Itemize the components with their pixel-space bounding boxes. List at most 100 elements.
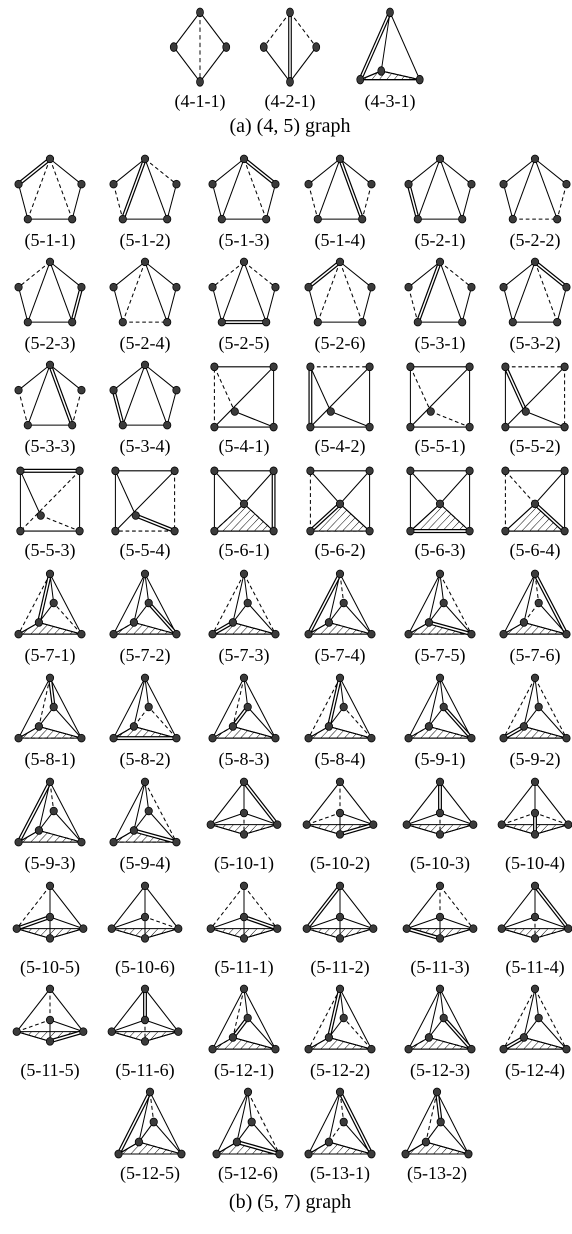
vertex bbox=[75, 526, 84, 536]
edge bbox=[18, 364, 51, 391]
graph-drawing bbox=[402, 881, 478, 943]
vertex bbox=[45, 881, 55, 891]
graph-drawing bbox=[259, 7, 321, 87]
edge bbox=[111, 1031, 146, 1042]
vertex bbox=[109, 385, 118, 395]
edge bbox=[512, 261, 536, 323]
edge-double-inner bbox=[135, 514, 175, 532]
edge bbox=[339, 261, 372, 288]
edge bbox=[289, 46, 317, 83]
vertex bbox=[335, 830, 345, 839]
edge bbox=[439, 988, 445, 1019]
graph-label: (5-7-1) bbox=[24, 645, 76, 665]
vertex bbox=[501, 422, 510, 432]
vertex bbox=[196, 7, 204, 18]
edge-dashed bbox=[212, 261, 245, 288]
edge bbox=[138, 1091, 151, 1143]
vertex bbox=[534, 598, 543, 608]
edge bbox=[417, 158, 441, 220]
vertex bbox=[465, 466, 474, 476]
vertex bbox=[243, 702, 252, 712]
edge-dashed bbox=[243, 824, 278, 835]
vertex bbox=[45, 360, 55, 370]
graph-drawing bbox=[14, 154, 86, 224]
vertex bbox=[144, 806, 153, 816]
edge-dashed bbox=[232, 677, 245, 727]
edge bbox=[232, 1036, 276, 1050]
edge bbox=[310, 470, 341, 505]
vertex bbox=[140, 569, 150, 579]
graph-drawing bbox=[208, 257, 280, 327]
caption-a: (a) (4, 5) graph bbox=[229, 115, 351, 137]
edge bbox=[144, 781, 150, 812]
edge-dashed bbox=[247, 1091, 280, 1155]
vertex bbox=[530, 881, 540, 891]
edge bbox=[243, 988, 249, 1019]
edge bbox=[339, 781, 374, 825]
edge bbox=[339, 470, 370, 505]
edge bbox=[212, 158, 245, 185]
edge bbox=[308, 286, 319, 323]
vertex bbox=[114, 1149, 123, 1159]
edge bbox=[115, 470, 175, 532]
edge-double-inner bbox=[71, 286, 83, 323]
edge bbox=[144, 261, 168, 323]
graph-drawing bbox=[304, 154, 376, 224]
vertex bbox=[262, 214, 271, 224]
edge bbox=[144, 677, 150, 708]
edge bbox=[339, 158, 372, 185]
vertex bbox=[530, 934, 540, 943]
vertex bbox=[140, 912, 150, 922]
vertex bbox=[222, 42, 231, 52]
edge-double-inner bbox=[17, 781, 51, 843]
edge bbox=[221, 261, 245, 323]
vertex bbox=[534, 702, 543, 712]
edge bbox=[503, 158, 536, 185]
vertex bbox=[367, 282, 376, 292]
edge bbox=[534, 158, 558, 220]
vertex bbox=[499, 1044, 508, 1054]
edge bbox=[133, 725, 177, 739]
graph-label: (5-6-1) bbox=[218, 540, 270, 560]
vertex bbox=[312, 42, 321, 52]
edge-double-inner bbox=[407, 183, 419, 220]
edge bbox=[243, 261, 267, 323]
vertex bbox=[163, 317, 172, 327]
edge bbox=[343, 602, 372, 635]
edge bbox=[428, 988, 441, 1038]
vertex bbox=[14, 385, 23, 395]
graph-drawing bbox=[304, 257, 376, 327]
edge-double-inner bbox=[112, 389, 124, 426]
edge-dashed bbox=[133, 621, 177, 635]
edge bbox=[251, 1121, 280, 1155]
edge-dashed bbox=[381, 70, 420, 81]
edge bbox=[144, 1031, 179, 1042]
edge bbox=[410, 366, 470, 428]
vertex bbox=[534, 1013, 543, 1023]
edge-dashed bbox=[439, 573, 472, 635]
vertex bbox=[172, 837, 181, 847]
edge bbox=[113, 677, 146, 739]
vertex bbox=[499, 282, 508, 292]
vertex bbox=[23, 317, 32, 327]
vertex bbox=[262, 317, 271, 327]
edge-double-inner bbox=[122, 158, 146, 220]
graph-drawing bbox=[12, 984, 88, 1046]
vertex bbox=[208, 629, 217, 639]
vertex bbox=[335, 499, 345, 509]
vertex bbox=[208, 733, 217, 743]
hatched-face bbox=[360, 70, 420, 81]
edge-double-inner bbox=[443, 706, 472, 739]
graph-label: (5-9-4) bbox=[119, 853, 171, 873]
vertex bbox=[553, 214, 562, 224]
vertex bbox=[562, 282, 571, 292]
edge bbox=[243, 677, 249, 708]
edge bbox=[439, 824, 474, 835]
vertex bbox=[145, 1087, 155, 1097]
edge-double-inner bbox=[436, 1091, 442, 1123]
graph-drawing bbox=[14, 777, 86, 847]
vertex bbox=[36, 511, 45, 520]
vertex bbox=[172, 733, 181, 743]
edge bbox=[27, 364, 51, 426]
vertex bbox=[172, 179, 181, 189]
